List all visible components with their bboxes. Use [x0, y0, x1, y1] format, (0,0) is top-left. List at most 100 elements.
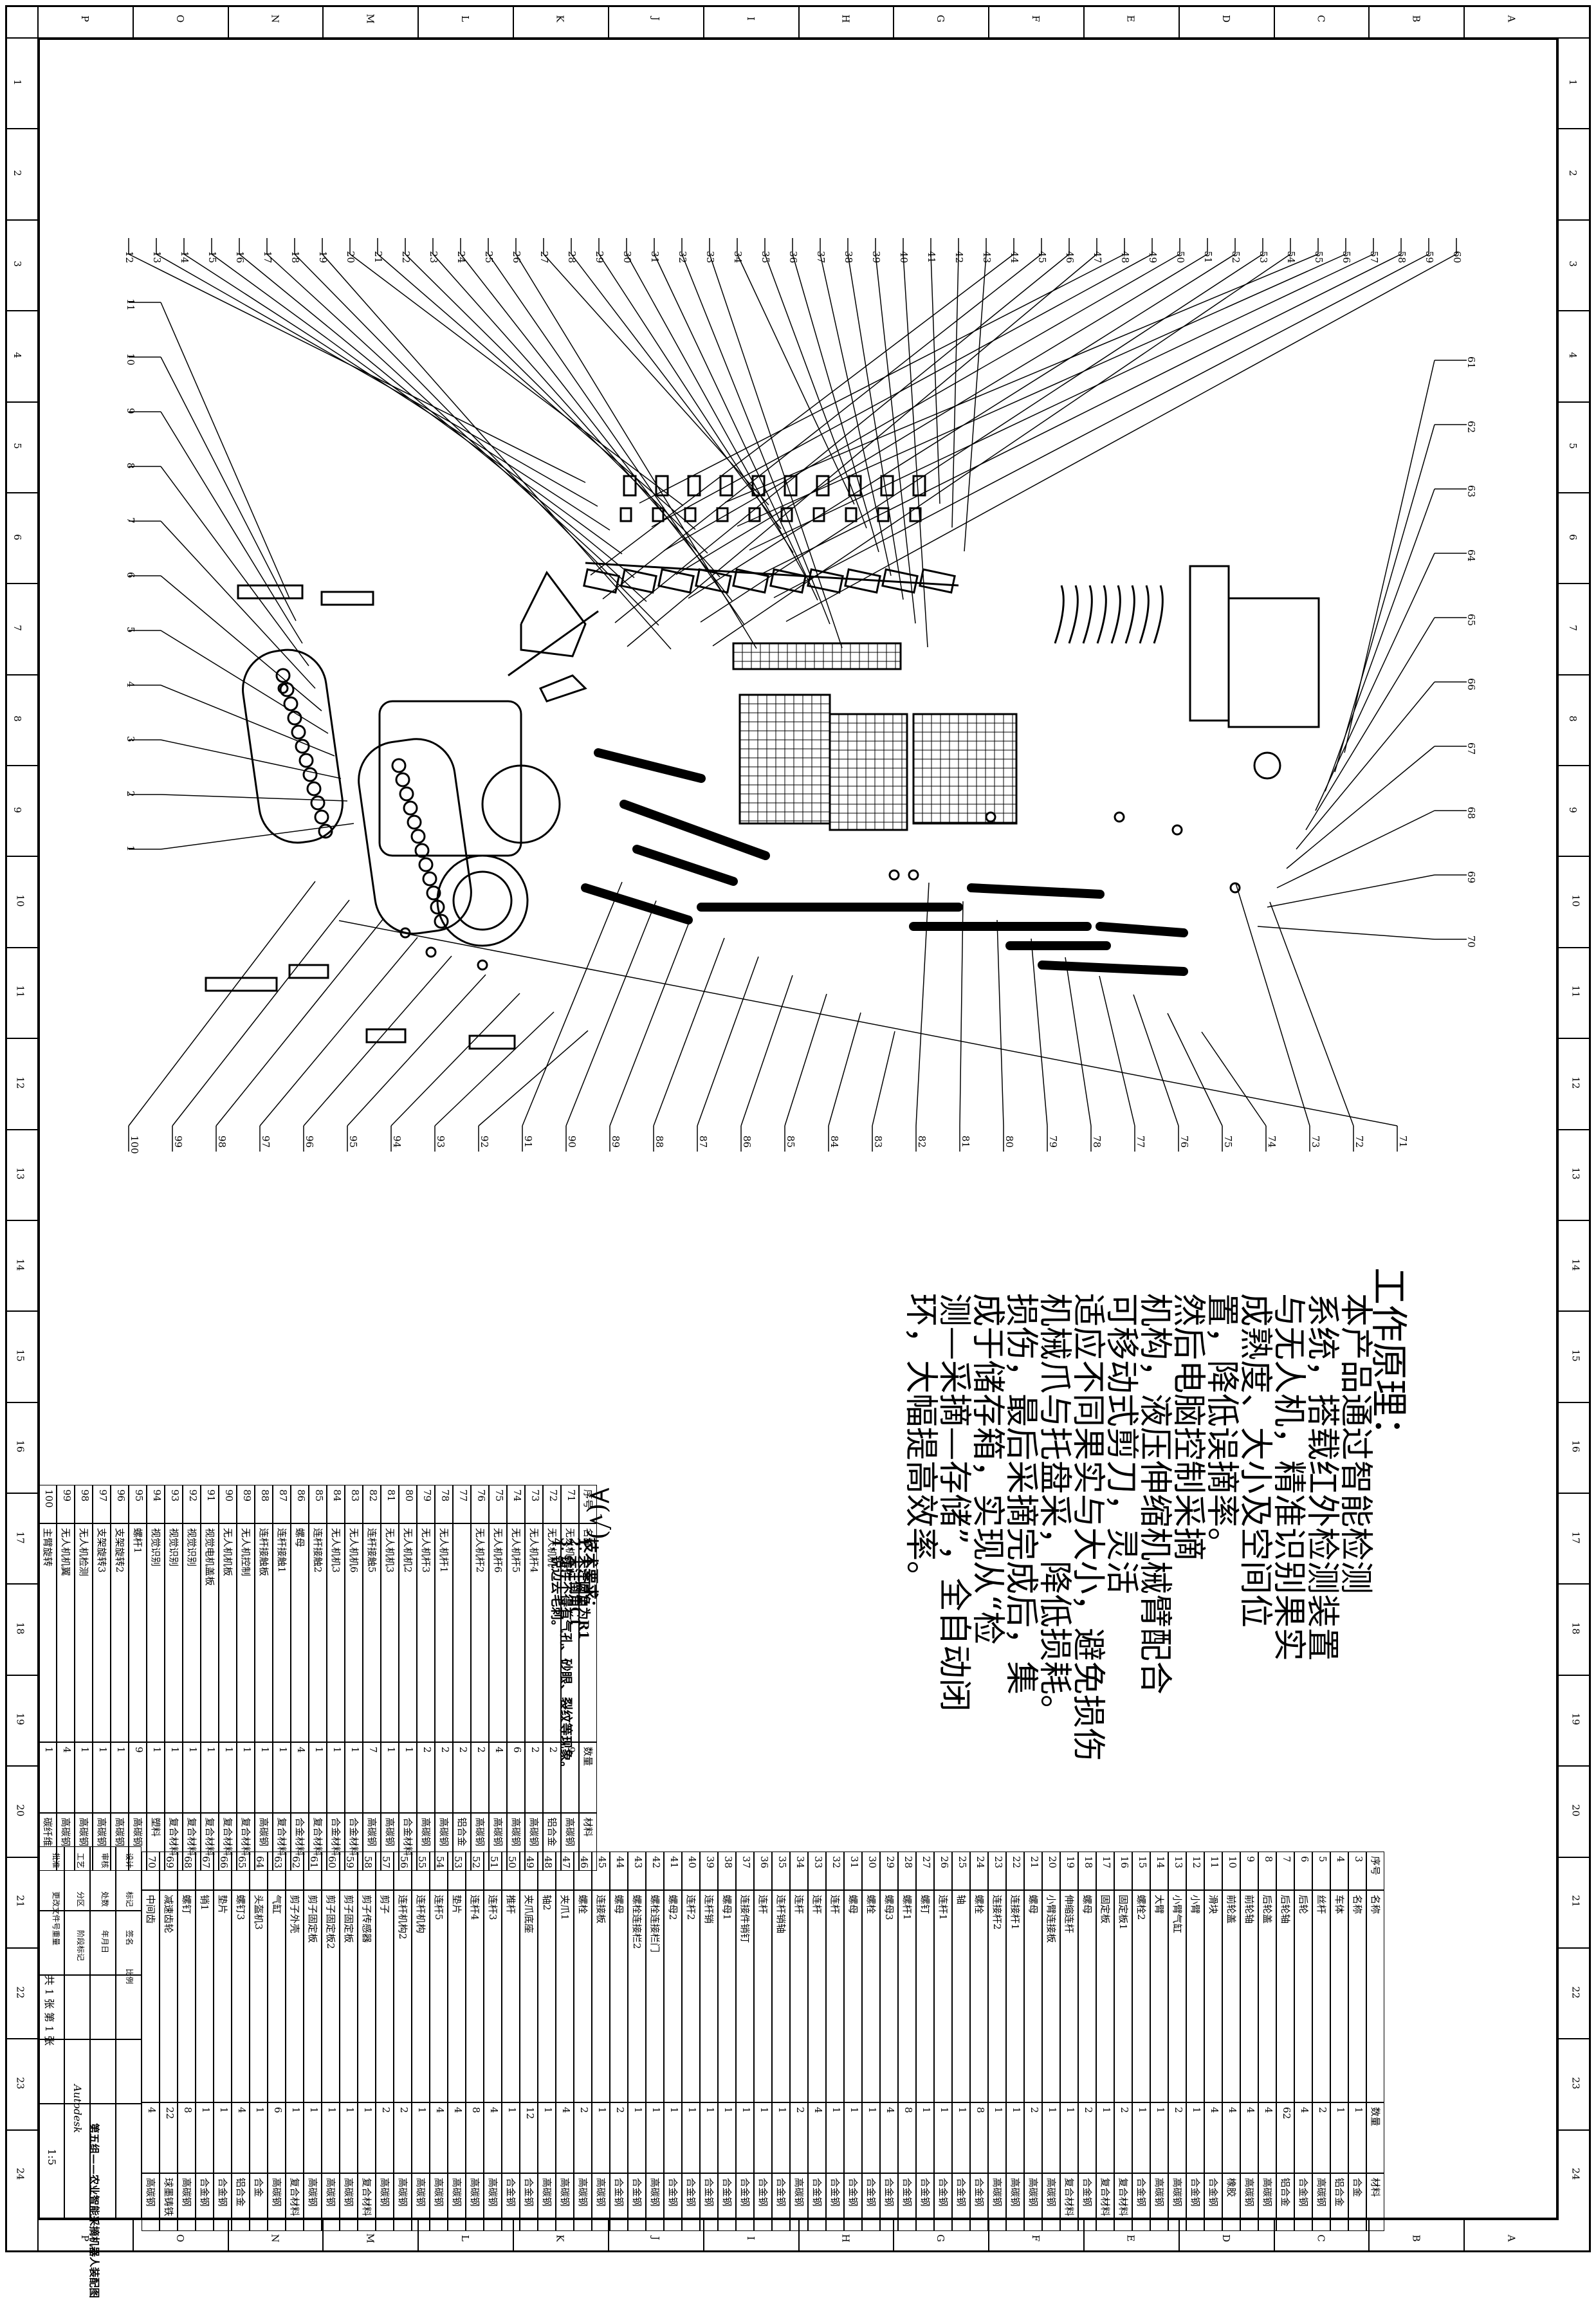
bom-cell: 高碳钢 — [574, 2173, 592, 2231]
bracket-nut — [652, 507, 665, 522]
bom-cell: 连接杆1 — [1006, 1890, 1024, 2102]
bom-cell: 高碳钢 — [592, 2173, 610, 2231]
bom-cell: 碳纤维 — [39, 1813, 57, 1871]
zone-tick — [132, 5, 134, 37]
callout-14: 14 — [179, 251, 190, 263]
bracket — [687, 475, 701, 497]
zone-tick — [5, 946, 37, 948]
bom-cell: 连接件销钉 — [736, 1890, 754, 2102]
bom-cell: 螺杆1 — [898, 1890, 916, 2102]
callout-67: 67 — [1465, 742, 1477, 755]
zone-row-6: 6 — [1566, 533, 1579, 540]
arm-plate — [538, 674, 587, 703]
zone-tick — [1559, 674, 1591, 676]
bom-cell: 57 — [376, 1852, 394, 1890]
zone-col-A: A — [1505, 15, 1518, 23]
flange-plate — [481, 764, 561, 844]
pin — [1229, 882, 1241, 894]
bom-cell: 1 — [664, 2102, 682, 2173]
title-block: 第五组——农业智能采摘机器人装配图 1:5 共 1 张 第 1 张 Autode… — [38, 1846, 142, 2298]
track-link — [318, 823, 333, 839]
bom-cell: 合金钢 — [1186, 2173, 1204, 2231]
shaft-3 — [632, 845, 738, 886]
callout-92: 92 — [479, 1135, 490, 1148]
bom-cell: 合金钢 — [934, 2173, 952, 2231]
zone-row-19: 19 — [14, 1713, 26, 1725]
callout-21: 21 — [372, 251, 384, 263]
bom-cell: 连杆 — [808, 1890, 826, 2102]
bom-cell: 98 — [75, 1485, 93, 1523]
callout-33: 33 — [704, 251, 716, 263]
callout-56: 56 — [1341, 251, 1352, 263]
bom-cell: 13 — [1168, 1852, 1186, 1890]
zone-col-H: H — [839, 14, 852, 23]
gripper-housing — [1227, 597, 1320, 728]
callout-2: 2 — [125, 791, 136, 797]
bom-cell: 复合材料 — [183, 1813, 201, 1871]
bom-cell: 8 — [178, 2102, 196, 2173]
track-right — [358, 738, 472, 935]
bom-cell: 1 — [592, 2102, 610, 2173]
bom-cell: 铝合金 — [453, 1813, 471, 1871]
bom-cell: 螺杆1 — [129, 1523, 147, 1742]
bom-cell: 螺栓 — [970, 1890, 988, 2102]
bom-cell — [453, 1523, 471, 1742]
track-link — [426, 885, 441, 901]
bom-cell: 62 — [286, 1852, 304, 1890]
bom-cell: 高碳钢 — [111, 1813, 129, 1871]
zone-tick — [5, 492, 37, 493]
bom-cell: 2 — [376, 2102, 394, 2173]
zone-tick — [5, 219, 37, 221]
callout-68: 68 — [1465, 807, 1477, 819]
rail-segment — [769, 568, 807, 594]
callout-5: 5 — [125, 627, 136, 633]
zone-col-N: N — [269, 2234, 281, 2243]
zone-tick — [5, 128, 37, 130]
callout-86: 86 — [741, 1135, 753, 1148]
zone-row-13: 13 — [14, 1167, 26, 1180]
bom-cell: 螺母1 — [718, 1890, 736, 2102]
bom-cell: 垫片 — [214, 1890, 232, 2102]
title-block-label: 年月日 — [100, 1930, 109, 1954]
bom-cell: 连杆1 — [934, 1890, 952, 2102]
bom-cell: 合金钢 — [502, 2173, 520, 2231]
screw — [320, 591, 374, 606]
bom-cell: 64 — [250, 1852, 268, 1890]
bracket-nut — [812, 507, 825, 522]
bom-cell: 无人机控制 — [237, 1523, 255, 1742]
callout-87: 87 — [697, 1135, 709, 1148]
callout-8: 8 — [125, 463, 136, 469]
zone-row-10: 10 — [1570, 894, 1582, 907]
bracket-nut — [909, 507, 922, 522]
callout-96: 96 — [304, 1135, 315, 1148]
bom-cell: 连杆接触板 — [255, 1523, 273, 1742]
title-block-label: 比例 — [125, 1969, 134, 1985]
callout-38: 38 — [843, 251, 854, 263]
bom-cell: 连杆机构 — [412, 1890, 430, 2102]
bom-cell: 1 — [862, 2102, 880, 2173]
zone-col-E: E — [1124, 15, 1137, 23]
bom-cell: 4 — [1258, 2102, 1276, 2173]
zone-row-14: 14 — [1570, 1258, 1582, 1271]
zone-tick — [1559, 765, 1591, 766]
bom-header-cell: 名称 — [1366, 1890, 1384, 2102]
zone-col-N: N — [269, 14, 281, 23]
callout-76: 76 — [1179, 1135, 1190, 1148]
bom-cell: 2 — [543, 1742, 561, 1813]
bom-cell: 1 — [286, 2102, 304, 2173]
callout-97: 97 — [260, 1135, 271, 1148]
zone-tick — [1559, 1493, 1591, 1494]
callout-69: 69 — [1465, 871, 1477, 883]
bom-cell: 螺母 — [1024, 1890, 1042, 2102]
track-link — [395, 772, 410, 787]
bom-cell: 合金钢 — [772, 2173, 790, 2231]
bom-cell: 小臂连接板 — [1042, 1890, 1060, 2102]
bom-cell: 4 — [1240, 2102, 1258, 2173]
bom-cell: 1 — [147, 1742, 165, 1813]
bom-cell: 铝合金 — [1330, 2173, 1348, 2231]
bom-cell: 35 — [772, 1852, 790, 1890]
bom-cell: 91 — [201, 1485, 219, 1523]
zone-tick — [1463, 2220, 1465, 2252]
zone-tick — [5, 1856, 37, 1858]
callout-84: 84 — [829, 1135, 840, 1148]
